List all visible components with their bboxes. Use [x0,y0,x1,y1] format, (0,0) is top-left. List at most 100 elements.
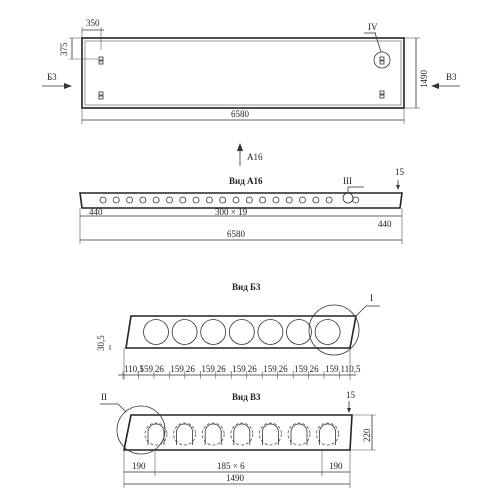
view-v3-dim-15: 15 [346,390,356,400]
lifting-hole [126,196,134,204]
callout-iv-label: IV [368,22,378,32]
hollow-core-hidden [173,422,197,446]
hollow-core [228,319,255,345]
callout-iv-circle [373,51,391,69]
dim-chain-label: 159 [232,364,246,374]
arrow-b3-label: Б3 [47,72,57,82]
view-a16-dim-pitch: 300 × 19 [215,207,248,217]
lifting-hole [285,196,293,204]
dim-chain-label: 159 [294,364,308,374]
dim-chain-label: 159 [170,364,184,374]
view-a16: Вид А16 15 III 440 300 × 19 440 6580 [79,167,405,244]
plan-view: IV 350 375 Б3 1490 В3 6580 [42,18,460,124]
hollow-core-end [319,423,336,445]
lifting-hole [179,196,187,204]
view-v3-hollow-cores [144,422,340,446]
view-b3-dim-thickness: 30,5 [96,335,106,351]
view-v3-dim-190-left: 190 [132,461,146,471]
lifting-hole [205,196,213,204]
view-arrow-a16: А16 [237,143,263,166]
callout-iii-circle [342,192,354,204]
view-b3-hollow-cores [143,319,341,345]
lifting-hole [325,196,333,204]
lifting-hole [219,196,227,204]
view-a16-lifting-holes [99,196,360,204]
callout-i-label: I [370,293,373,303]
hollow-core-end [233,423,251,445]
view-v3-dim-220: 220 [362,428,372,442]
dim-chain-label: 26 [310,364,320,374]
dim-chain-label: 159 [325,364,339,374]
lifting-hole [245,196,253,204]
dim-chain-label: 159 [263,364,277,374]
view-v3-dim-pitch: 185 × 6 [217,461,245,471]
view-v3-dim-190-right: 190 [329,461,343,471]
hollow-core [171,319,198,345]
lifting-hole [352,196,360,204]
hollow-core-end [204,423,222,445]
lifting-loops [98,56,385,100]
slab-outline [81,37,405,109]
lifting-hole [192,196,200,204]
hollow-core-hidden [230,422,254,446]
view-a16-title: Вид А16 [229,176,263,186]
hollow-core-hidden [144,422,168,446]
view-a16-dim-440-left: 440 [89,207,103,217]
hollow-core-hidden [258,422,282,446]
view-a16-dim-6580: 6580 [227,229,246,239]
view-v3-dim-1490: 1490 [226,473,245,483]
slab-inner-outline [84,40,402,106]
hollow-core [314,319,341,345]
dim-6580: 6580 [231,109,250,119]
dim-chain-label: 110,5 [341,364,361,374]
lifting-hole [152,196,160,204]
view-v3-title: Вид В3 [232,392,261,402]
arrow-v3-label: В3 [446,72,457,82]
hollow-core [286,319,312,345]
view-v3-section-outline [123,414,353,451]
hollow-core-hidden [316,422,340,446]
hollow-core-end [262,423,279,445]
callout-i-circle [308,304,360,356]
dim-chain-label: 110,5 [124,364,144,374]
lifting-hole [312,196,320,204]
arrow-a16-label: А16 [247,152,263,162]
hollow-core-hidden [201,422,225,446]
dim-chain-label: 26 [155,364,165,374]
lifting-hole [139,196,147,204]
hollow-core-hidden [287,422,311,446]
dim-chain-label: 26 [248,364,258,374]
lifting-hole [166,196,173,204]
lifting-hole [112,196,120,204]
hollow-core [143,319,169,345]
lifting-hole [259,196,267,204]
callout-iii-label: III [343,176,352,186]
view-b3-title: Вид Б3 [232,282,261,292]
view-a16-side-outline [79,192,403,209]
callout-ii-label: II [101,392,107,402]
dim-chain-label: 26 [217,364,227,374]
hollow-core-end [176,423,193,445]
hollow-core [200,319,227,345]
dim-350: 350 [86,18,100,28]
hollow-core [257,319,284,345]
lifting-hole [232,196,240,204]
hollow-core-end [290,423,308,445]
lifting-hole [299,196,306,204]
hollow-core-end [147,423,165,445]
callout-ii-circle [116,405,166,455]
dim-1490: 1490 [419,70,429,89]
dim-chain-label: 159 [201,364,215,374]
dim-chain-label: 26 [279,364,289,374]
view-a16-dim-15: 15 [395,167,405,177]
callout-iv-leader [374,32,382,53]
dim-chain-label: 159 [139,364,153,374]
view-a16-dim-440-right: 440 [378,219,392,229]
lifting-hole [272,196,280,204]
lifting-hole [99,196,107,204]
dim-chain-label: 26 [186,364,196,374]
dim-375: 375 [59,42,69,56]
